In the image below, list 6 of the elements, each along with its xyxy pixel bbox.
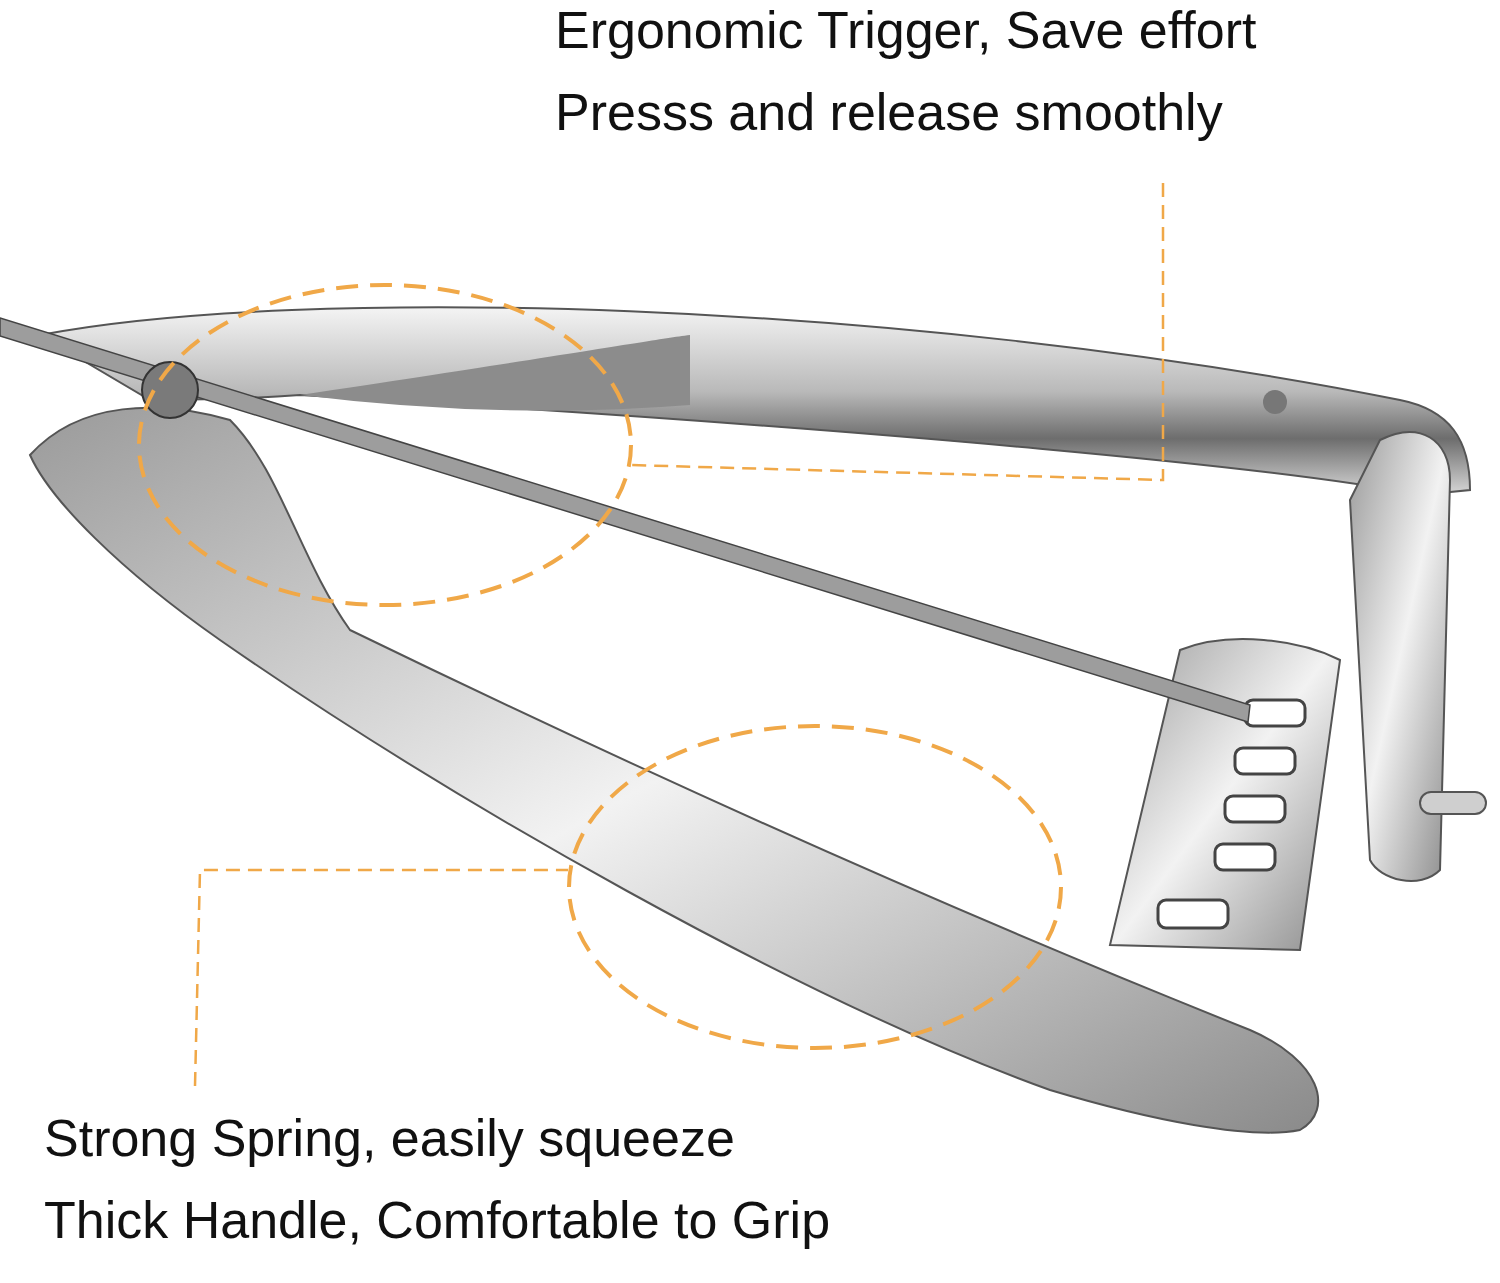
leader-line <box>630 183 1165 482</box>
callout-text: Presss and release smoothly <box>555 82 1223 142</box>
callout-text: Strong Spring, easily squeeze <box>44 1108 735 1168</box>
callout-text: Thick Handle, Comfortable to Grip <box>44 1190 831 1250</box>
callout-text: Ergonomic Trigger, Save effort <box>555 0 1257 60</box>
leader-line <box>193 868 568 1087</box>
